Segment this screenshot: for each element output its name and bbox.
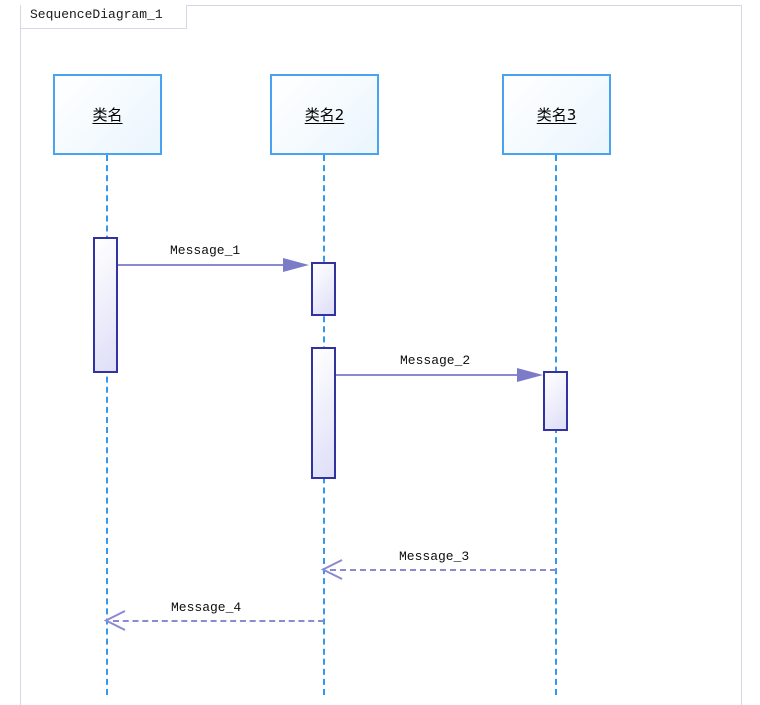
activation-bar-p1-1[interactable] <box>93 237 118 373</box>
message-arrowhead-2 <box>517 368 543 382</box>
lifeline-name-p1: 类名 <box>92 106 123 124</box>
activation-bar-p2-2[interactable] <box>311 347 336 479</box>
message-line-4[interactable] <box>113 620 324 622</box>
message-arrowhead-4 <box>103 610 126 631</box>
page-title: SequenceDiagram_1 <box>30 7 163 22</box>
message-label-4: Message_4 <box>171 600 242 615</box>
message-line-3[interactable] <box>330 569 556 571</box>
message-line-1[interactable] <box>118 264 285 266</box>
message-arrowhead-3 <box>320 559 343 580</box>
lifeline-box-p3[interactable]: 类名3 <box>502 74 611 155</box>
lifeline-name-p3: 类名3 <box>536 106 577 124</box>
activation-bar-p3-1[interactable] <box>543 371 568 431</box>
message-label-1: Message_1 <box>170 243 241 258</box>
message-label-2: Message_2 <box>400 353 471 368</box>
message-arrowhead-1 <box>283 258 309 272</box>
lifeline-p1 <box>106 155 108 695</box>
message-line-2[interactable] <box>336 374 519 376</box>
lifeline-box-p1[interactable]: 类名 <box>53 74 162 155</box>
message-label-3: Message_3 <box>399 549 470 564</box>
diagram-frame <box>20 5 742 705</box>
lifeline-name-p2: 类名2 <box>304 106 345 124</box>
lifeline-box-p2[interactable]: 类名2 <box>270 74 379 155</box>
diagram-title-tab[interactable] <box>21 5 187 29</box>
activation-bar-p2-1[interactable] <box>311 262 336 316</box>
